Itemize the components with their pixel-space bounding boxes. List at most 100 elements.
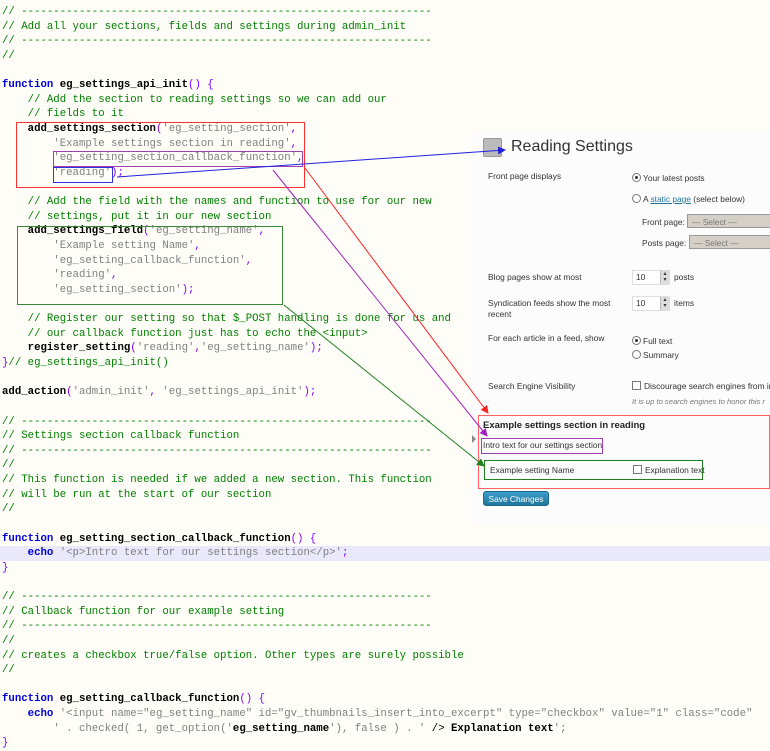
seo-checkbox[interactable]: Discourage search engines from ind bbox=[632, 381, 770, 391]
code-line: // Callback function for our example set… bbox=[2, 605, 770, 620]
code-line: }// eg_settings_api_init() bbox=[2, 356, 770, 371]
radio-label-rest: (select below) bbox=[693, 194, 745, 204]
code-line: // -------------------------------------… bbox=[2, 34, 770, 49]
code-token: 'eg_setting_section' bbox=[162, 123, 291, 135]
code-line: // bbox=[2, 634, 770, 649]
code-token: // This function is needed if we added a… bbox=[2, 474, 432, 486]
code-token: Explanation bbox=[451, 722, 522, 735]
code-line: // settings, put it in our new section bbox=[2, 210, 770, 225]
blog-pages-unit: posts bbox=[674, 272, 695, 282]
code-token: } bbox=[2, 357, 9, 369]
code-line: ' . checked( 1, get_option('eg_setting_n… bbox=[2, 722, 770, 737]
spinner-icon[interactable]: ▴▾ bbox=[660, 297, 669, 310]
arrow-callback-to-intro bbox=[272, 169, 488, 437]
code-token: ) bbox=[111, 166, 118, 179]
code-token: 'eg_setting_name' bbox=[149, 225, 259, 238]
code-line: // -------------------------------------… bbox=[2, 619, 770, 634]
radio-label: Full text bbox=[643, 336, 673, 346]
code-token: / bbox=[431, 722, 439, 735]
code-line: function eg_setting_section_callback_fun… bbox=[2, 532, 770, 547]
code-token: 'admin_init' bbox=[72, 386, 150, 399]
code-token: add_settings_field bbox=[27, 225, 144, 238]
blog-pages-label: Blog pages show at most bbox=[488, 272, 582, 282]
code-token: 'eg_setting_section' bbox=[53, 283, 182, 296]
blog-pages-value: 10 bbox=[636, 272, 646, 282]
code-token: ; bbox=[341, 547, 349, 560]
code-token: ) bbox=[194, 79, 201, 92]
feeds-unit: items bbox=[674, 298, 695, 308]
code-token: // settings, put it in our new section bbox=[27, 210, 272, 223]
checkbox-label: Explanation text bbox=[645, 465, 705, 475]
radio-summary[interactable]: Summary bbox=[632, 350, 679, 360]
code-token: // -------------------------------------… bbox=[2, 591, 432, 603]
code-line: add_action('admin_init', 'eg_settings_ap… bbox=[2, 385, 770, 400]
code-token: '), false ) . ' bbox=[329, 722, 426, 735]
front-page-label: Front page displays bbox=[488, 171, 562, 181]
code-token: ( bbox=[239, 693, 246, 706]
setting-checkbox[interactable]: Explanation text bbox=[633, 465, 705, 475]
code-token: ( bbox=[155, 123, 163, 135]
code-token: // -------------------------------------… bbox=[2, 444, 432, 457]
code-token: // Callback function for our example set… bbox=[2, 605, 285, 618]
collapse-arrow-icon[interactable] bbox=[472, 435, 476, 443]
spinner-icon[interactable]: ▴▾ bbox=[660, 271, 669, 284]
code-token: , bbox=[111, 269, 118, 282]
save-changes-button[interactable]: Save Changes bbox=[483, 491, 549, 506]
radio-static-page[interactable]: A static page (select below) bbox=[632, 194, 745, 204]
code-token: // -------------------------------------… bbox=[2, 415, 432, 428]
code-line: // Add the section to reading settings s… bbox=[2, 93, 770, 108]
posts-page-select-label: Posts page: bbox=[642, 238, 687, 248]
code-token: eg_setting_callback_function bbox=[59, 693, 240, 706]
static-page-link[interactable]: static page bbox=[650, 194, 691, 204]
code-token: , bbox=[149, 386, 156, 399]
section-heading: Example settings section in reading bbox=[483, 420, 646, 431]
code-line: // -------------------------------------… bbox=[2, 444, 770, 459]
code-line: // bbox=[2, 502, 770, 517]
code-line: // will be run at the start of our secti… bbox=[2, 488, 770, 503]
code-token: 'eg_settings_api_init' bbox=[162, 386, 304, 399]
code-line: 'eg_setting_section'); bbox=[2, 283, 770, 298]
code-token: , bbox=[290, 137, 298, 150]
code-token: // Settings section callback function bbox=[2, 430, 240, 443]
code-token: '; bbox=[553, 722, 567, 735]
radio-latest-posts[interactable]: Your latest posts bbox=[632, 173, 705, 183]
posts-page-select[interactable]: — Select — bbox=[689, 235, 770, 249]
code-token: '<input name="eg_setting_name" id="gv_th… bbox=[59, 708, 753, 720]
code-token: , bbox=[258, 225, 265, 238]
code-line: // Settings section callback function bbox=[2, 429, 770, 444]
code-line: // Add all your sections, fields and set… bbox=[2, 20, 770, 35]
code-token: 'eg_setting_section_callback_function' bbox=[53, 152, 298, 165]
code-token: ( bbox=[290, 532, 298, 545]
code-token: // bbox=[2, 503, 15, 516]
code-line: // creates a checkbox true/false option.… bbox=[2, 649, 770, 664]
code-token: register_setting bbox=[27, 342, 131, 355]
code-token: eg_setting_name bbox=[232, 722, 330, 735]
code-line: // Add the field with the names and func… bbox=[2, 195, 770, 210]
article-label: For each article in a feed, show bbox=[488, 333, 605, 343]
code-token: echo bbox=[27, 547, 54, 560]
code-token: ( bbox=[143, 225, 150, 238]
front-page-select[interactable]: — Select — bbox=[687, 214, 770, 228]
code-token: // will be run at the start of our secti… bbox=[2, 488, 272, 501]
code-token: { bbox=[309, 532, 317, 545]
code-token: } bbox=[2, 561, 9, 574]
code-token: // bbox=[2, 49, 15, 62]
code-editor[interactable]: // -------------------------------------… bbox=[0, 5, 770, 751]
code-token: // -------------------------------------… bbox=[2, 6, 432, 18]
code-token: '<p>Intro text for our settings section<… bbox=[59, 547, 342, 560]
feeds-label-line: Syndication feeds show the most bbox=[488, 298, 611, 308]
code-token: { bbox=[207, 79, 214, 92]
code-line: add_settings_section('eg_setting_section… bbox=[2, 122, 770, 137]
code-token: ) bbox=[245, 693, 253, 706]
code-line: // -------------------------------------… bbox=[2, 415, 770, 430]
blog-pages-input[interactable]: 10 ▴▾ bbox=[632, 270, 670, 285]
feeds-label-line: recent bbox=[488, 309, 512, 319]
arrow-section-to-box bbox=[304, 167, 489, 414]
code-token: ; bbox=[316, 342, 323, 355]
code-token: , bbox=[194, 240, 201, 252]
code-line: 'Example setting Name', bbox=[2, 239, 770, 254]
feeds-input[interactable]: 10▴▾ bbox=[632, 296, 670, 311]
radio-full-text[interactable]: Full text bbox=[632, 336, 672, 346]
